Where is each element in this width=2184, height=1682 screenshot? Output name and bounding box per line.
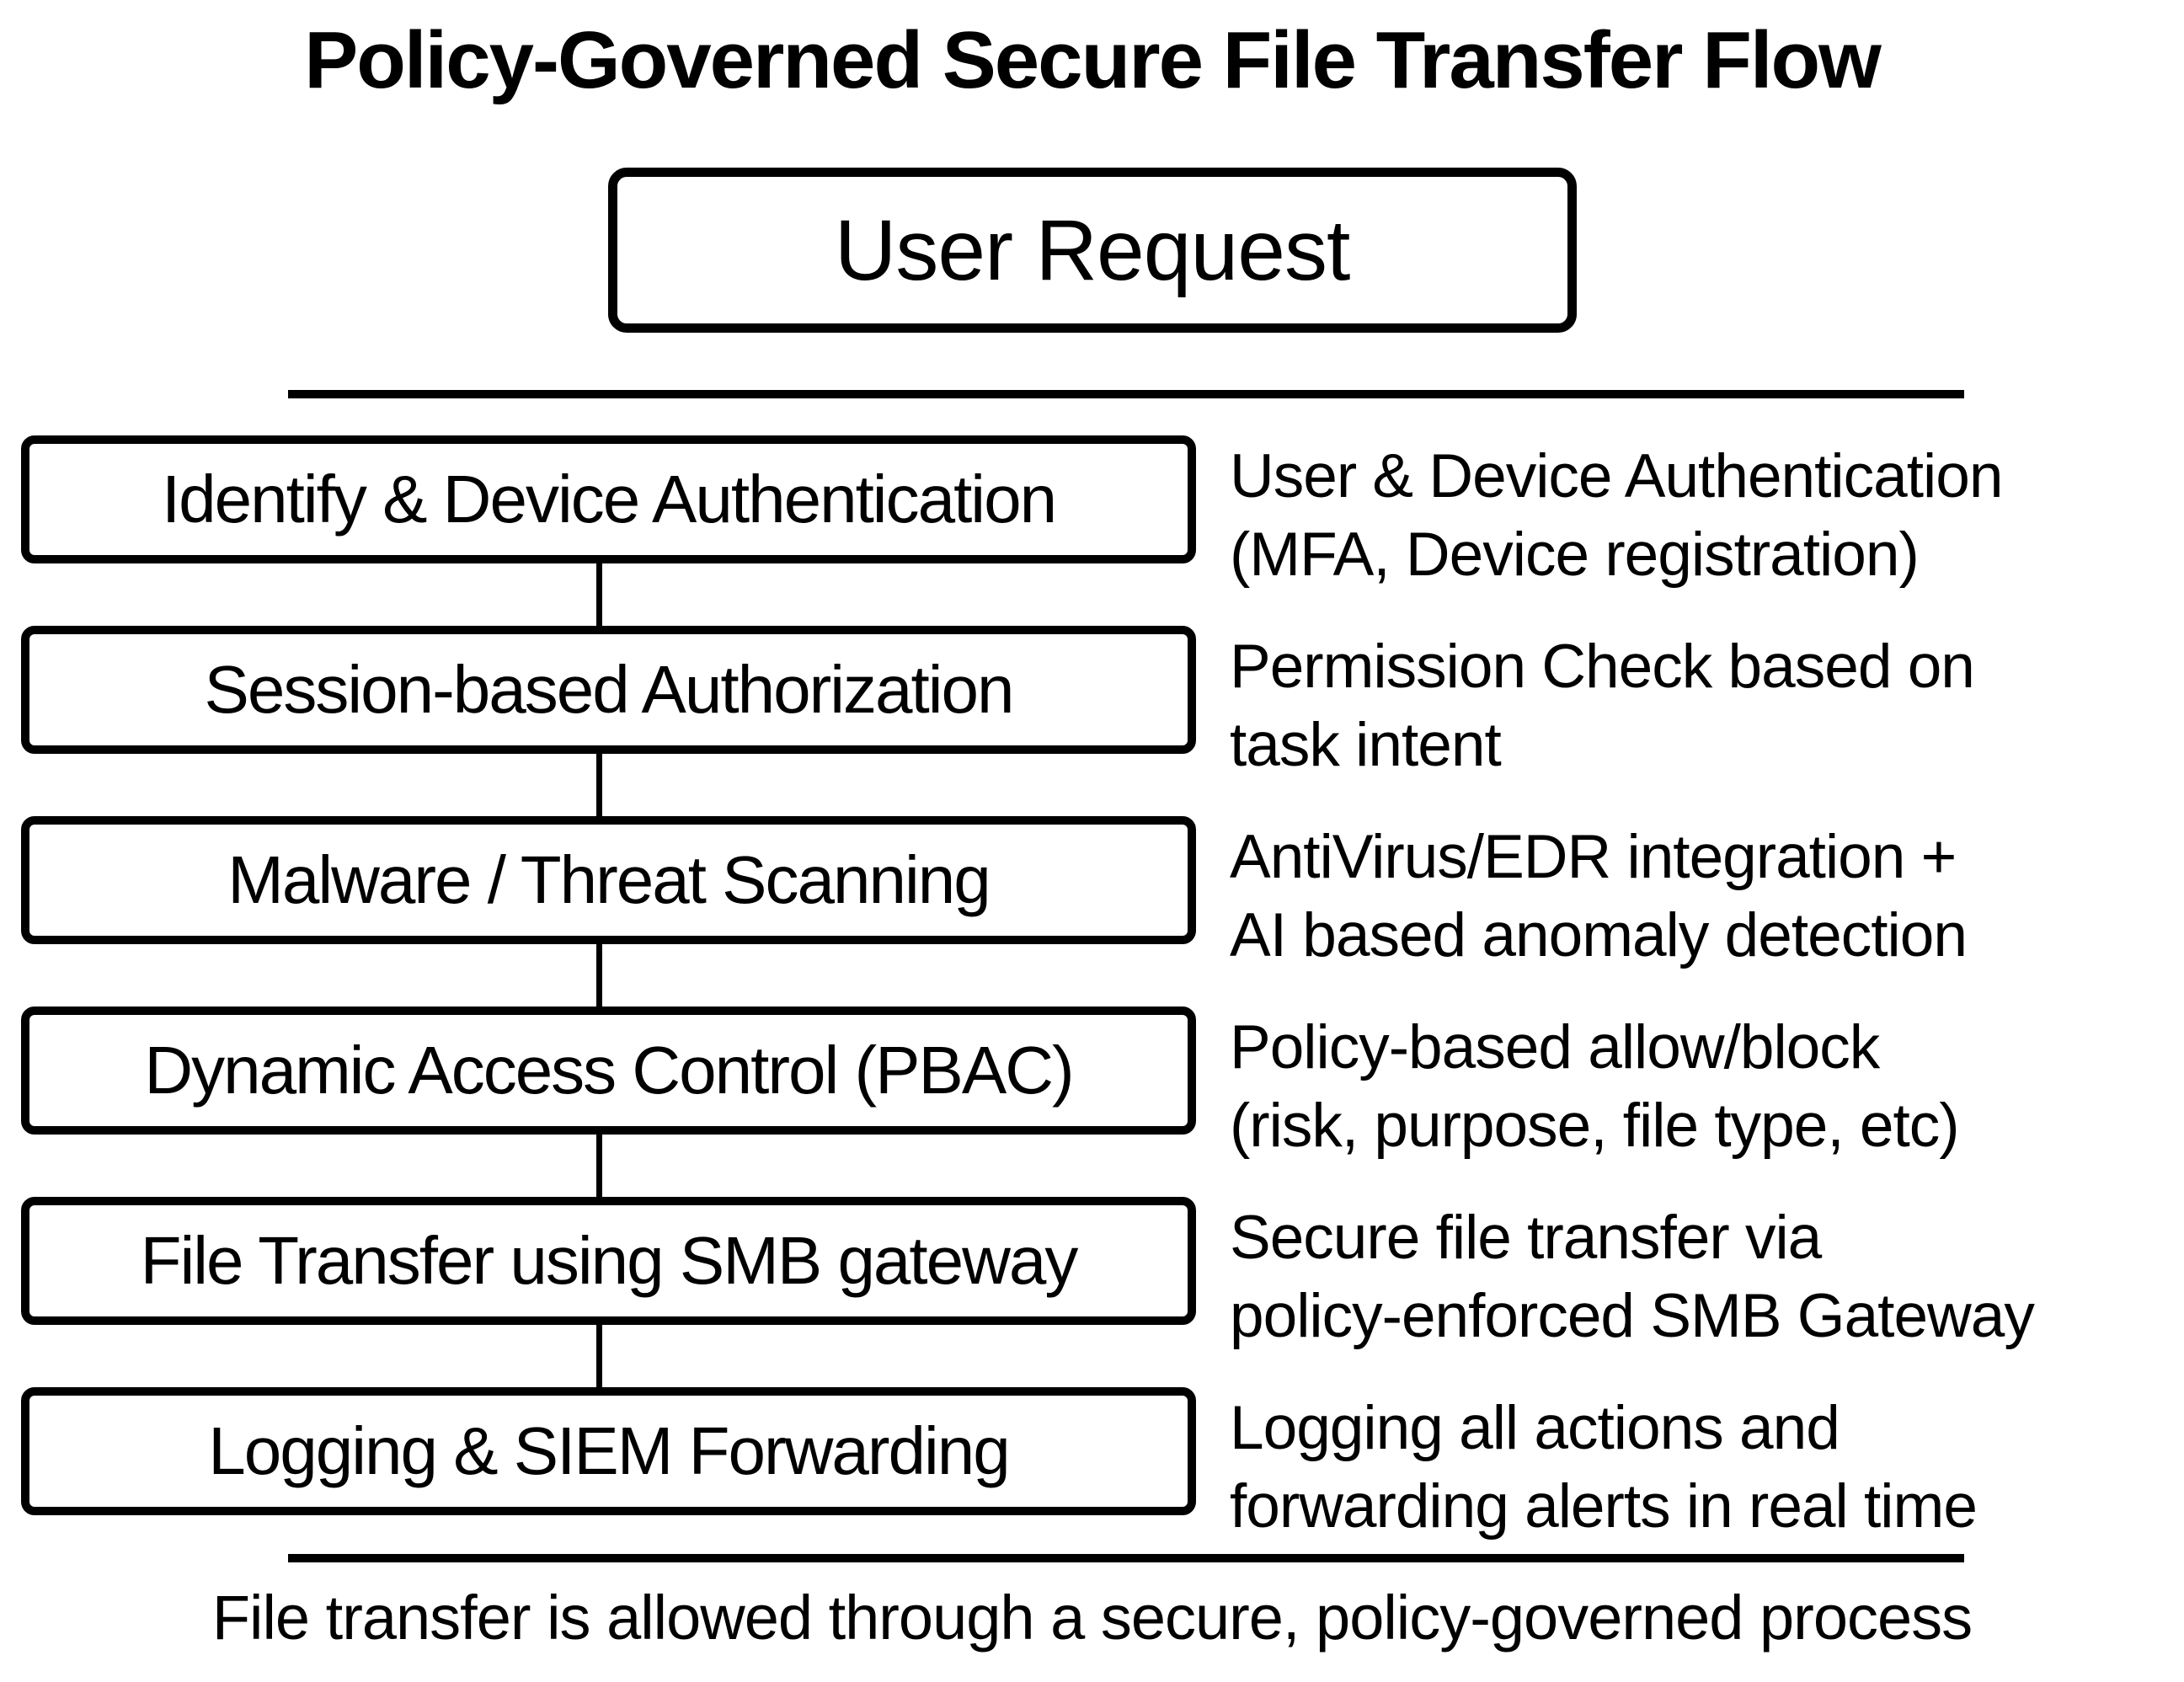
note-line: Policy-based allow/block	[1230, 1013, 1880, 1082]
connector-row	[0, 942, 2184, 1010]
step-note-malware-threat-scanning: AntiVirus/EDR integration + AI based ano…	[1206, 816, 2184, 974]
bottom-divider	[288, 1554, 1964, 1563]
step-note-dynamic-access-control: Policy-based allow/block (risk, purpose,…	[1206, 1007, 2184, 1165]
note-line: User & Device Authentication	[1230, 442, 2003, 511]
connector-line	[596, 1322, 602, 1391]
step-box-identify-device-authentication: Identify & Device Authentication	[21, 435, 1196, 564]
connector-row	[0, 561, 2184, 629]
step-row-logging-siem-forwarding: Logging & SIEM Forwarding Logging all ac…	[0, 1387, 2184, 1540]
start-node-label: User Request	[834, 201, 1351, 298]
step-label: Session-based Authorization	[204, 652, 1015, 728]
connector-line	[596, 1132, 602, 1200]
step-note-identify-device-authentication: User & Device Authentication (MFA, Devic…	[1206, 435, 2184, 594]
footer-caption: File transfer is allowed through a secur…	[211, 1583, 1973, 1653]
connector-row	[0, 1132, 2184, 1200]
connector-line	[596, 942, 602, 1010]
step-label: File Transfer using SMB gateway	[140, 1223, 1079, 1299]
step-box-logging-siem-forwarding: Logging & SIEM Forwarding	[21, 1387, 1196, 1516]
connector-row	[0, 751, 2184, 820]
step-box-dynamic-access-control: Dynamic Access Control (PBAC)	[21, 1007, 1196, 1135]
step-row-dynamic-access-control: Dynamic Access Control (PBAC) Policy-bas…	[0, 1007, 2184, 1160]
note-line: (MFA, Device registration)	[1230, 521, 1920, 590]
connector-line	[596, 751, 602, 820]
step-label: Identify & Device Authentication	[161, 462, 1057, 537]
note-line: Permission Check based on	[1230, 633, 1975, 702]
step-box-malware-threat-scanning: Malware / Threat Scanning	[21, 816, 1196, 945]
top-divider	[288, 390, 1964, 399]
note-line: Secure file transfer via	[1230, 1204, 1822, 1273]
note-line: forwarding alerts in real time	[1230, 1472, 1978, 1541]
connector-line	[596, 561, 602, 629]
step-box-file-transfer-smb-gateway: File Transfer using SMB gateway	[21, 1197, 1196, 1326]
start-node-user-request: User Request	[607, 168, 1577, 334]
step-row-malware-threat-scanning: Malware / Threat Scanning AntiVirus/EDR …	[0, 816, 2184, 969]
step-note-file-transfer-smb-gateway: Secure file transfer via policy-enforced…	[1206, 1197, 2184, 1355]
step-row-file-transfer-smb-gateway: File Transfer using SMB gateway Secure f…	[0, 1197, 2184, 1350]
note-line: (risk, purpose, file type, etc)	[1230, 1092, 1960, 1161]
note-line: task intent	[1230, 711, 1502, 780]
step-label: Malware / Threat Scanning	[227, 842, 991, 918]
note-line: AI based anomaly detection	[1230, 901, 1968, 970]
step-note-session-based-authorization: Permission Check based on task intent	[1206, 626, 2184, 784]
note-line: Logging all actions and	[1230, 1394, 1840, 1463]
step-row-session-based-authorization: Session-based Authorization Permission C…	[0, 626, 2184, 779]
step-label: Dynamic Access Control (PBAC)	[144, 1033, 1074, 1108]
note-line: policy-enforced SMB Gateway	[1230, 1282, 2035, 1351]
connector-row	[0, 1322, 2184, 1391]
step-row-identify-device-authentication: Identify & Device Authentication User & …	[0, 435, 2184, 589]
diagram-title: Policy-Governed Secure File Transfer Flo…	[304, 15, 1882, 105]
step-label: Logging & SIEM Forwarding	[208, 1413, 1011, 1489]
note-line: AntiVirus/EDR integration +	[1230, 823, 1957, 892]
flow-steps: Identify & Device Authentication User & …	[0, 435, 2184, 1540]
step-box-session-based-authorization: Session-based Authorization	[21, 626, 1196, 755]
step-note-logging-siem-forwarding: Logging all actions and forwarding alert…	[1206, 1387, 2184, 1546]
